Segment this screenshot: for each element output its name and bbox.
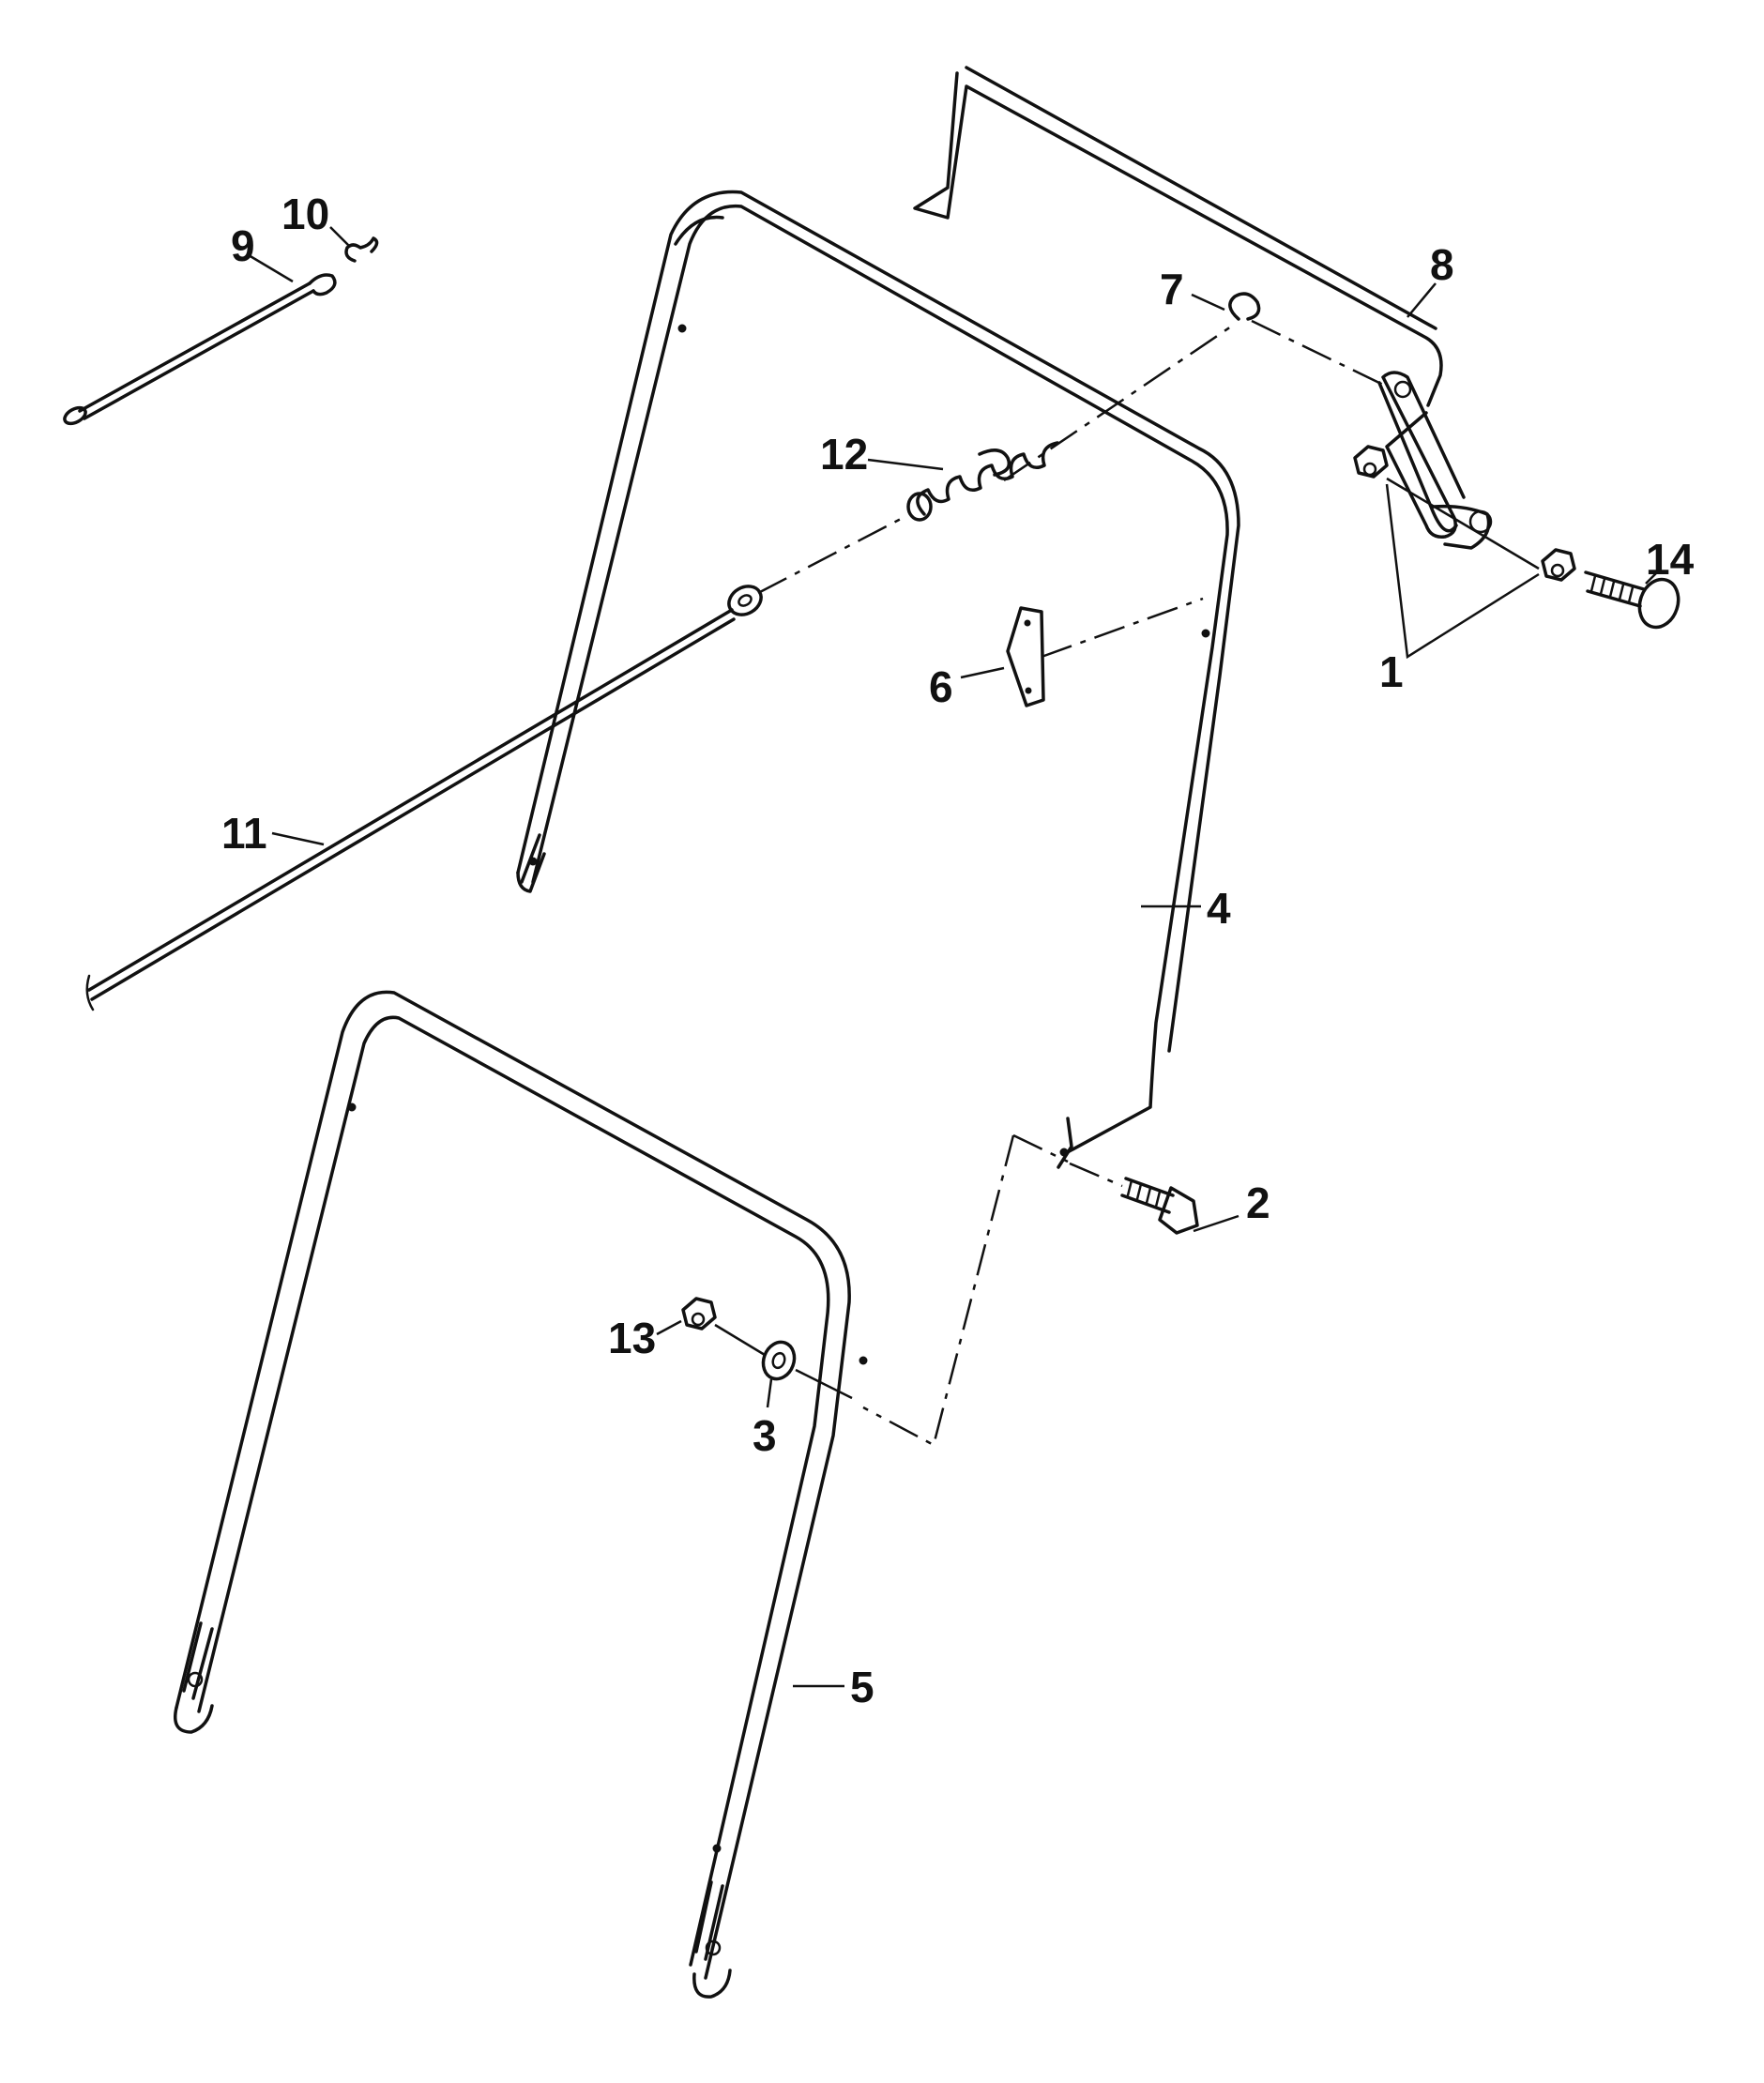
callout-11: 11: [221, 809, 267, 858]
callout-3: 3: [753, 1411, 777, 1460]
callout-12: 12: [820, 430, 868, 479]
part-4-upper-handle: [516, 190, 1240, 1169]
callout-9: 9: [231, 221, 255, 270]
part-11-long-cable: [85, 585, 763, 1011]
callout-2: 2: [1246, 1178, 1270, 1227]
assembly-dash-lines: [714, 319, 1540, 1447]
part-10-clip: [344, 236, 379, 263]
part-3-washer: [761, 1340, 797, 1381]
part-13-nut: [681, 1297, 717, 1330]
callout-leaders: [248, 226, 1662, 1688]
part-7-clip: [1228, 292, 1261, 321]
callout-7: 7: [1160, 265, 1184, 313]
callout-4: 4: [1207, 884, 1231, 933]
part-5-lower-handle: [174, 990, 868, 1999]
callout-1: 1: [1379, 647, 1404, 696]
part-1-nuts: [1353, 445, 1576, 582]
part-2-bolt: [1120, 1177, 1199, 1235]
callout-13: 13: [608, 1314, 656, 1362]
callout-5: 5: [850, 1663, 874, 1711]
part-9-cable: [63, 273, 337, 426]
part-12-spring: [906, 441, 1059, 522]
callout-14: 14: [1646, 535, 1695, 584]
part-6-bracket: [1006, 606, 1045, 707]
part-8-control-bail: [913, 66, 1493, 550]
callout-labels: 1 2 3 4 5 6 7 8 9 10 11 12 13 14: [221, 190, 1695, 1711]
callout-8: 8: [1430, 240, 1454, 289]
callout-6: 6: [929, 662, 953, 711]
part-14-bolt: [1584, 570, 1680, 630]
callout-10: 10: [281, 190, 329, 238]
